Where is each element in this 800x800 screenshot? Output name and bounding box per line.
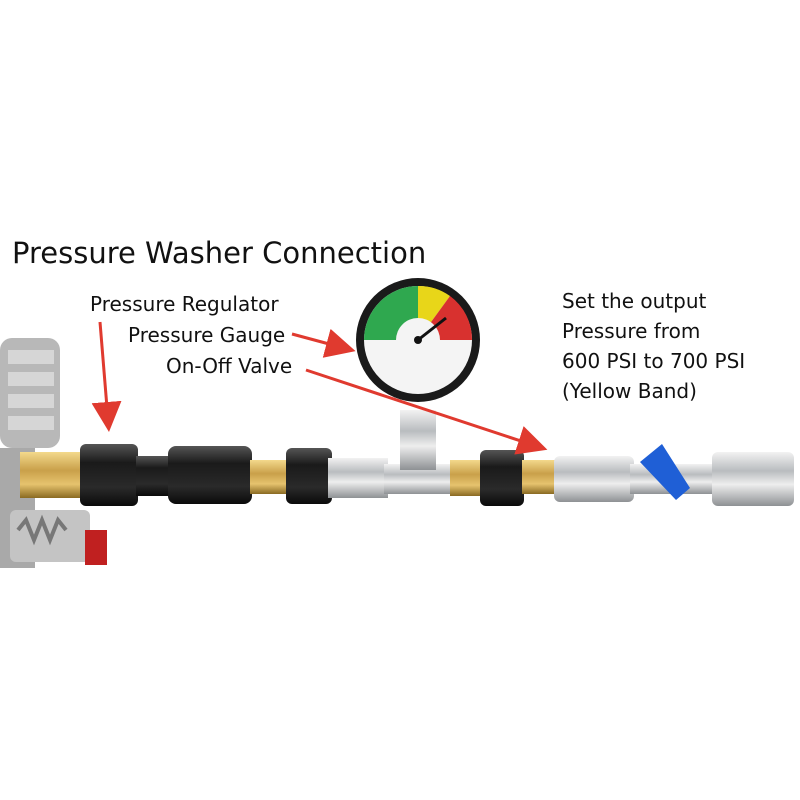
note-line: 600 PSI to 700 PSI: [562, 349, 746, 373]
instruction-note: Set the output Pressure from 600 PSI to …: [562, 286, 745, 406]
gauge-label: Pressure Gauge: [128, 323, 286, 347]
note-line: Pressure from: [562, 319, 701, 343]
regulator-label: Pressure Regulator: [90, 292, 279, 316]
pipe-assembly: [20, 410, 794, 506]
valve-handle: [640, 444, 690, 500]
gauge-arrow: [291, 328, 356, 358]
valve-arrow: [305, 368, 548, 455]
regulator-arrow: [91, 321, 122, 432]
note-line: Set the output: [562, 289, 707, 313]
valve-label: On-Off Valve: [166, 354, 293, 378]
note-line: (Yellow Band): [562, 379, 697, 403]
page-title: Pressure Washer Connection: [12, 236, 427, 270]
pressure-gauge: [356, 278, 480, 402]
annotation-arrows: [91, 321, 548, 455]
pump-body: [0, 338, 107, 568]
